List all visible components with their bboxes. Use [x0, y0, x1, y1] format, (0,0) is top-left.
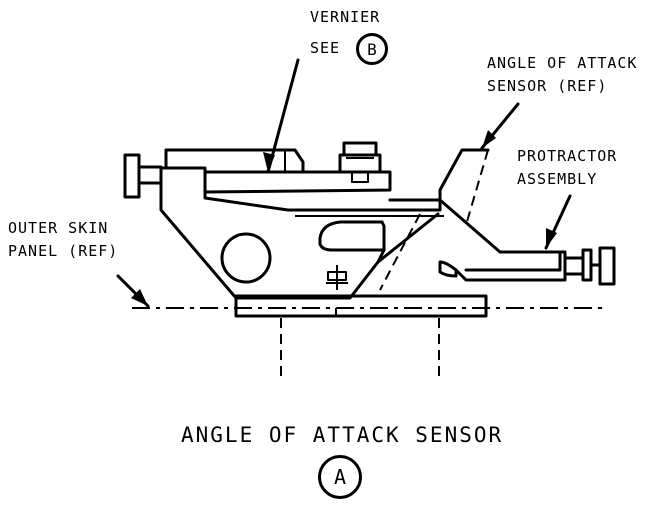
- top-fitting-cap: [342, 141, 378, 157]
- see-label: SEE: [310, 39, 341, 57]
- protractor-arrow: [546, 228, 557, 248]
- sensor-ref-hidden: [465, 149, 489, 226]
- screw-head: [327, 271, 347, 281]
- view-a-letter: A: [333, 465, 347, 489]
- sensor-label-line2: SENSOR (REF): [487, 77, 608, 95]
- sensor-label-line1: ANGLE OF ATTACK: [487, 54, 638, 72]
- vernier-leader: [266, 58, 300, 174]
- main-body: [159, 166, 392, 300]
- skin-arrow: [131, 289, 148, 306]
- skin-label-line1: OUTER SKIN: [8, 219, 109, 237]
- skin-label-line2: PANEL (REF): [8, 242, 119, 260]
- base-plate: [234, 294, 488, 318]
- sensor-ref-outline: [438, 148, 490, 202]
- fitting-base: [351, 171, 369, 183]
- view-title: ANGLE OF ATTACK SENSOR: [181, 423, 504, 447]
- left-knob: [123, 153, 141, 199]
- sensor-arrow: [482, 130, 496, 148]
- protractor-arm: [376, 198, 567, 282]
- sensor-hidden-line: [379, 213, 421, 291]
- body-hole: [220, 232, 272, 284]
- top-bracket: [164, 148, 305, 174]
- arm-inner: [464, 250, 562, 272]
- left-knob-shaft: [137, 165, 163, 185]
- right-knob: [598, 246, 616, 286]
- detail-b-callout: B: [356, 33, 388, 65]
- arm-end: [438, 260, 458, 278]
- protractor-label-line2: ASSEMBLY: [517, 170, 598, 188]
- protractor-label-line1: PROTRACTOR: [517, 147, 618, 165]
- view-a-callout: A: [318, 455, 362, 499]
- vernier-label: VERNIER: [310, 8, 381, 26]
- right-knob-shaft: [563, 256, 585, 276]
- inner-cutout: [318, 220, 386, 252]
- vernier-arrow: [263, 152, 275, 172]
- detail-b-letter: B: [367, 39, 377, 59]
